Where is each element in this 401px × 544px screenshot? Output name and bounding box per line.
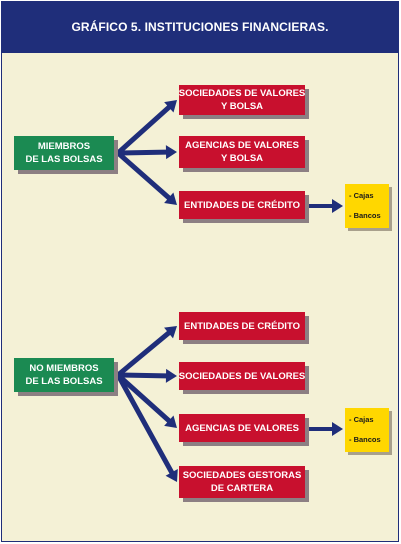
target-label-line: ENTIDADES DE CRÉDITO <box>184 320 300 332</box>
source-label-line: MIEMBROS <box>37 141 91 152</box>
diagram-title: GRÁFICO 5. INSTITUCIONES FINANCIERAS. <box>1 1 399 53</box>
connector-arrow-shaft <box>115 372 175 475</box>
sub-box-cajas-bancos: - Cajas - Bancos <box>345 408 389 452</box>
sub-box-cajas-bancos: - Cajas - Bancos <box>345 184 389 228</box>
connector-arrow-shaft <box>115 150 172 201</box>
target-box: ENTIDADES DE CRÉDITO <box>179 312 305 340</box>
target-label-line: ENTIDADES DE CRÉDITO <box>184 199 300 211</box>
connector-arrow-shaft <box>115 104 172 156</box>
target-box: ENTIDADES DE CRÉDITO <box>179 191 305 219</box>
connector-arrow-head <box>165 368 177 383</box>
connector-arrow-shaft <box>115 149 169 156</box>
target-label-line: AGENCIAS DE VALORES <box>185 422 299 434</box>
target-label-line: SOCIEDADES DE VALORES <box>178 370 306 382</box>
source-label-line: DE LAS BOLSAS <box>25 376 103 387</box>
connector-arrow-shaft <box>115 372 169 379</box>
source-box-no-miembros: NO MIEMBROS DE LAS BOLSAS <box>14 358 114 392</box>
target-box: AGENCIAS DE VALORES <box>179 414 305 442</box>
target-label-line: SOCIEDADES GESTORAS <box>182 470 302 481</box>
sub-label-line: - Cajas <box>349 191 374 200</box>
source-label-line: NO MIEMBROS <box>29 363 99 374</box>
target-label-line: SOCIEDADES DE VALORES <box>178 88 306 99</box>
target-box: SOCIEDADES GESTORAS DE CARTERA <box>179 466 305 498</box>
target-box: SOCIEDADES DE VALORES Y BOLSA <box>179 85 305 115</box>
target-label-line: Y BOLSA <box>220 101 264 112</box>
sub-label-line: - Cajas <box>349 415 374 424</box>
target-label-line: DE CARTERA <box>210 483 274 494</box>
connector-arrow-shaft <box>115 330 172 378</box>
connector-arrow-head <box>165 145 177 160</box>
target-label-line: Y BOLSA <box>220 153 264 164</box>
target-box: SOCIEDADES DE VALORES <box>179 362 305 390</box>
connector-arrow-shaft <box>115 372 172 424</box>
source-label-line: DE LAS BOLSAS <box>25 154 103 165</box>
source-box-miembros: MIEMBROS DE LAS BOLSAS <box>14 136 114 170</box>
connector-arrow-head <box>164 326 177 339</box>
connector-arrow-head <box>332 422 343 436</box>
connector-arrow-head <box>164 415 177 428</box>
connector-arrow-head <box>164 192 177 205</box>
target-box: AGENCIAS DE VALORES Y BOLSA <box>179 136 305 168</box>
connector-arrow-head <box>164 100 177 113</box>
sub-label-line: - Bancos <box>349 435 381 444</box>
connector-arrow-head <box>332 199 343 213</box>
target-label-line: AGENCIAS DE VALORES <box>185 140 299 151</box>
connector-arrow-head <box>165 468 178 482</box>
sub-label-line: - Bancos <box>349 211 381 220</box>
